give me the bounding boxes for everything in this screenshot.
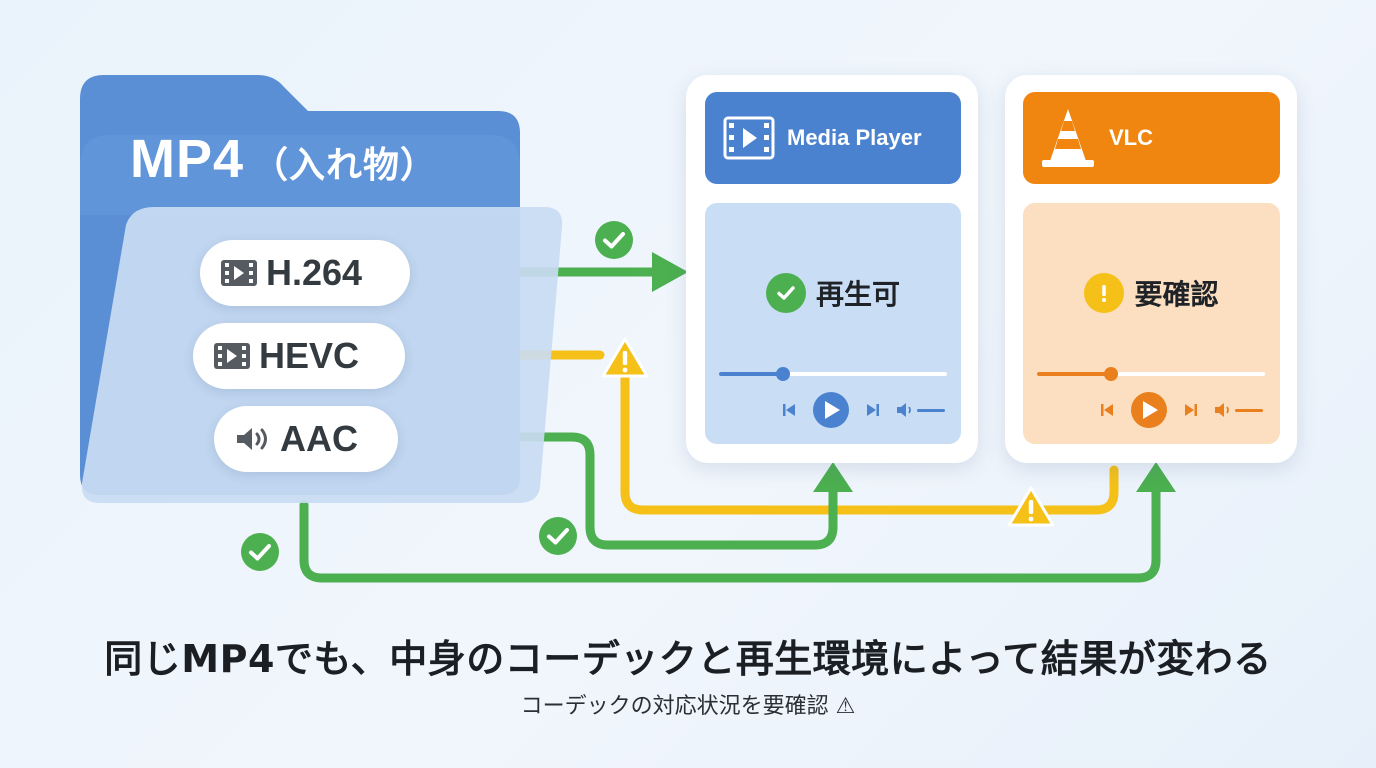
status-text-media-player: 再生可 xyxy=(815,278,900,311)
skip-forward-icon xyxy=(867,404,879,416)
player-body-media-player: 再生可 xyxy=(705,203,961,444)
progress-thumb xyxy=(776,367,790,381)
warning-triangle-icon xyxy=(601,337,649,378)
connector-aac-to-mediaplayer xyxy=(393,432,838,550)
volume-bar xyxy=(917,409,945,412)
volume-bar xyxy=(1235,409,1263,412)
status-vlc: 要確認 xyxy=(1023,273,1280,313)
stream-label-h264: H.264 xyxy=(266,252,363,293)
progress-fill xyxy=(719,372,783,376)
connector-hevc-to-vlc xyxy=(620,373,1119,515)
player-card-vlc: VLC 要確認 xyxy=(1005,75,1297,463)
warning-triangle-icon xyxy=(1007,486,1055,527)
play-icon xyxy=(1143,401,1158,419)
stream-pill-aac: AAC xyxy=(214,406,398,472)
warning-icon xyxy=(1084,273,1125,313)
skip-forward-icon xyxy=(1185,404,1197,416)
status-text-vlc: 要確認 xyxy=(1134,278,1219,311)
stream-label-aac: AAC xyxy=(280,418,358,459)
volume-icon xyxy=(897,403,911,417)
main-heading: 同じMP4でも、中身のコーデックと再生環境によって結果が変わる xyxy=(104,637,1272,681)
skip-back-icon xyxy=(1101,404,1113,416)
volume-icon xyxy=(1215,403,1229,417)
player-name-media-player: Media Player xyxy=(787,125,922,150)
play-icon xyxy=(825,401,840,419)
status-media-player: 再生可 xyxy=(705,273,961,313)
container-title-main: MP4 xyxy=(130,129,245,189)
connector-aac-to-vlc xyxy=(299,483,1161,583)
container-title: MP4（入れ物） xyxy=(130,128,437,190)
check-icon xyxy=(595,221,633,259)
playback-controls-media-player xyxy=(719,367,947,428)
check-icon xyxy=(241,533,279,571)
progress-fill xyxy=(1037,372,1111,376)
player-card-media-player: Media Player 再生可 xyxy=(686,75,978,463)
arrow-head-h264 xyxy=(652,252,688,292)
traffic-cone-icon xyxy=(1042,109,1094,167)
check-icon xyxy=(539,517,577,555)
speaker-icon xyxy=(237,428,267,450)
arrow-head-aac-vlc xyxy=(1136,462,1176,492)
stream-pill-h264: H.264 xyxy=(200,240,410,306)
player-body-vlc: 要確認 xyxy=(1023,203,1280,444)
progress-thumb xyxy=(1104,367,1118,381)
check-icon xyxy=(765,273,806,313)
film-strip-icon xyxy=(723,116,775,160)
player-header-media-player: Media Player xyxy=(705,92,961,184)
playback-controls-vlc xyxy=(1037,367,1265,428)
container-title-sub: （入れ物） xyxy=(252,144,438,185)
stream-pill-hevc: HEVC xyxy=(193,323,405,389)
skip-back-icon xyxy=(783,404,795,416)
video-film-icon xyxy=(214,343,250,369)
video-film-icon xyxy=(221,260,257,286)
arrow-head-aac-mediaplayer xyxy=(813,462,853,492)
stream-label-hevc: HEVC xyxy=(259,335,360,376)
sub-heading: コーデックの対応状況を要確認 ⚠ xyxy=(520,694,856,719)
player-name-vlc: VLC xyxy=(1109,125,1153,150)
player-header-vlc: VLC xyxy=(1023,92,1280,184)
